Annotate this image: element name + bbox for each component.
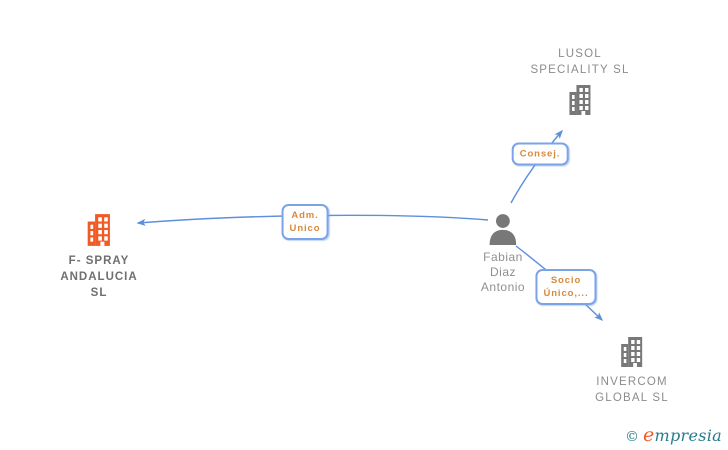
brand-rest: mpresia [654, 426, 722, 445]
edge-label-text: Socio [550, 275, 582, 286]
node-f-spray-andalucia-sl[interactable]: F- SPRAY ANDALUCIA SL [60, 212, 137, 301]
edge-label-text: Único,... [543, 288, 589, 299]
company-name: INVERCOM GLOBAL SL [595, 374, 669, 406]
person-name-line: Antonio [480, 280, 526, 294]
brand-first-letter: e [642, 424, 655, 446]
node-fabian-diaz-antonio[interactable]: Fabian Diaz Antonio [481, 212, 525, 295]
person-icon [486, 212, 520, 246]
edge-person-to-lusol [510, 129, 563, 204]
node-lusol-speciality-sl[interactable]: LUSOL SPECIALITY SL [530, 46, 629, 117]
building-icon [563, 83, 597, 117]
company-name-line: INVERCOM [596, 376, 668, 388]
edge-label-text: Adm. [291, 210, 319, 221]
edge-label-text: Consej. [519, 148, 561, 160]
company-name-line: ANDALUCIA [60, 271, 138, 283]
company-name-line: F- SPRAY [68, 255, 130, 267]
company-name-line: SL [90, 287, 108, 299]
person-name-line: Fabian [483, 250, 523, 264]
company-name-line: SPECIALITY SL [530, 64, 630, 76]
building-icon [615, 335, 649, 369]
person-name: Fabian Diaz Antonio [481, 250, 525, 295]
company-name: LUSOL SPECIALITY SL [530, 46, 629, 78]
brand-wordmark: empresia [643, 424, 722, 446]
node-invercom-global-sl[interactable]: INVERCOM GLOBAL SL [595, 335, 669, 406]
company-name-line: GLOBAL SL [595, 392, 669, 404]
building-icon [81, 212, 117, 248]
empresia-logo[interactable]: © empresia [625, 424, 722, 446]
copyright-icon: © [624, 429, 639, 445]
edge-label-socio-unico[interactable]: Socio Único,... [535, 269, 597, 305]
edge-label-text: Unico [289, 223, 321, 234]
edge-label-consej[interactable]: Consej. [511, 142, 569, 166]
person-name-line: Diaz [489, 265, 517, 279]
edge-label-adm-unico[interactable]: Adm. Unico [281, 204, 329, 240]
company-name-line: LUSOL [558, 48, 602, 60]
company-name: F- SPRAY ANDALUCIA SL [60, 253, 137, 301]
